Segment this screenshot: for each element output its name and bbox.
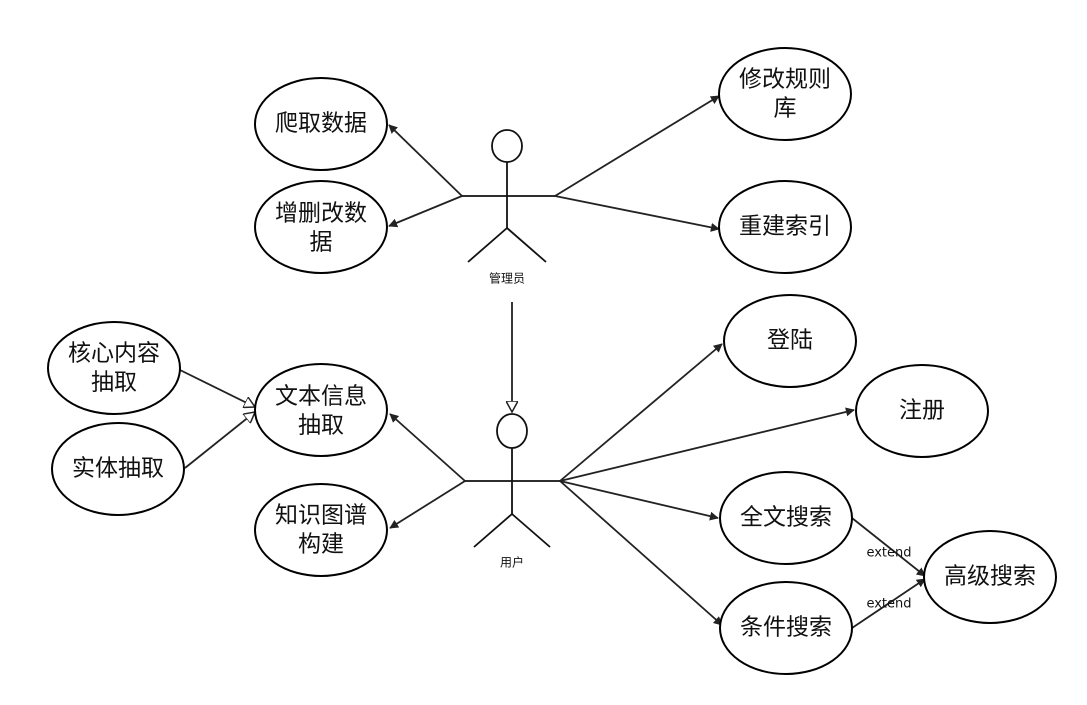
use-case-kg-build-label-1: 知识图谱: [275, 503, 367, 529]
use-case-crawl: 爬取数据: [254, 77, 388, 171]
link-user-register: [559, 407, 855, 482]
actor-user-head: [496, 413, 528, 449]
link-condition-advanced: [851, 578, 926, 629]
actor-admin-leg-right: [506, 227, 547, 263]
use-case-core-extract-label-1: 核心内容: [68, 341, 160, 367]
use-case-text-extract-label-1: 文本信息: [275, 384, 367, 410]
link-user-kg-build: [389, 480, 466, 529]
use-case-modify-rules-label-1: 修改规则: [739, 67, 831, 93]
link-fulltext-advanced: [851, 517, 926, 577]
link-admin-crawl: [388, 124, 463, 197]
actor-admin-label: 管理员: [489, 271, 525, 286]
use-case-entity-extract-label: 实体抽取: [72, 456, 164, 482]
actor-admin-head: [491, 129, 523, 163]
use-case-advanced-search: 高级搜索: [923, 530, 1057, 624]
actor-user: 用户: [465, 413, 560, 570]
actor-user-leg-right: [511, 513, 551, 548]
use-case-condition-search: 条件搜索: [719, 581, 853, 675]
use-case-crud: 增删改数 据: [254, 180, 388, 274]
link-user-login: [559, 343, 723, 482]
use-case-text-extract: 文本信息 抽取: [254, 363, 388, 457]
use-case-crud-label-1: 增删改数: [275, 201, 367, 227]
use-case-login-label: 登陆: [767, 328, 813, 354]
use-case-register-label: 注册: [899, 398, 945, 424]
use-case-modify-rules-label-2: 库: [774, 96, 797, 122]
use-case-core-extract-label-2: 抽取: [91, 370, 137, 396]
use-case-advanced-search-label: 高级搜索: [944, 564, 1036, 590]
use-case-login: 登陆: [723, 294, 857, 388]
actor-admin: 管理员: [462, 129, 555, 286]
use-case-core-extract: 核心内容 抽取: [47, 321, 181, 415]
link-core-to-text: [179, 369, 255, 407]
use-case-crawl-label: 爬取数据: [275, 111, 367, 137]
use-case-modify-rules: 修改规则 库: [718, 47, 852, 141]
actor-user-label: 用户: [500, 555, 524, 570]
extend-label-2: extend: [866, 597, 911, 612]
link-admin-crud: [388, 195, 463, 228]
link-user-condition: [559, 480, 723, 626]
link-admin-rebuild-index: [554, 195, 720, 232]
link-admin-modify-rules: [554, 95, 720, 197]
link-user-text-extract: [389, 413, 466, 482]
use-case-rebuild-index-label: 重建索引: [739, 214, 831, 240]
use-case-crud-label-2: 据: [310, 230, 333, 256]
actor-admin-leg-left: [467, 227, 508, 263]
extend-label-1: extend: [866, 546, 911, 561]
use-case-text-extract-label-2: 抽取: [298, 413, 344, 439]
use-case-register: 注册: [855, 364, 989, 458]
use-case-kg-build-label-2: 构建: [298, 532, 344, 558]
use-case-kg-build: 知识图谱 构建: [254, 483, 388, 577]
relation-lines: [179, 95, 926, 629]
use-case-rebuild-index: 重建索引: [718, 180, 852, 274]
link-user-fulltext: [559, 480, 719, 521]
actor-user-leg-left: [473, 513, 513, 548]
use-case-entity-extract: 实体抽取: [51, 422, 185, 516]
use-case-fulltext-search-label: 全文搜索: [740, 505, 832, 531]
use-case-fulltext-search: 全文搜索: [719, 471, 853, 565]
use-case-condition-search-label: 条件搜索: [740, 615, 832, 641]
link-entity-to-text: [184, 412, 255, 469]
